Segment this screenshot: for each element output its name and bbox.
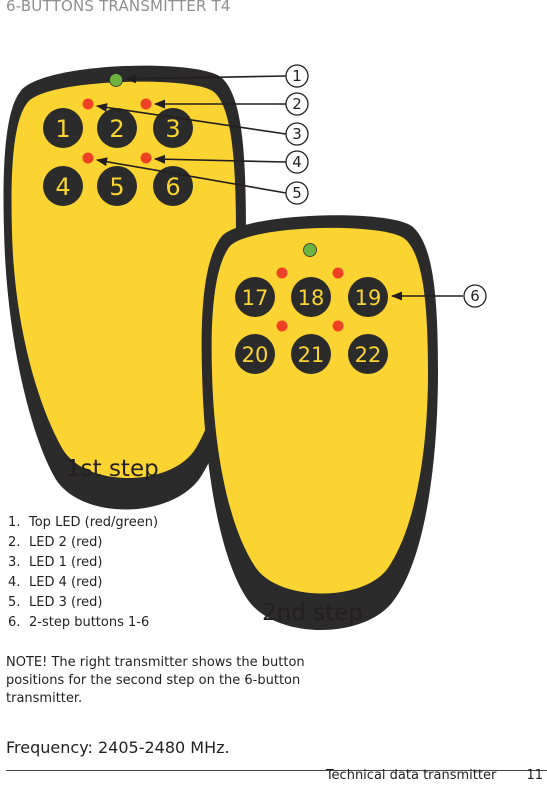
note-text: NOTE! The right transmitter shows the bu… (6, 655, 305, 706)
legend-text: 2-step buttons 1-6 (29, 615, 150, 630)
footer-divider (6, 770, 547, 771)
legend-text: LED 3 (red) (29, 595, 103, 610)
led (332, 320, 344, 332)
led (332, 267, 344, 279)
callout-line-5 (95, 157, 287, 194)
button-label: 18 (298, 286, 325, 310)
button-label: 1 (55, 115, 70, 143)
button-21 (291, 334, 331, 374)
transmitter-2nd-step: 17 18 19 20 21 22 (201, 215, 438, 630)
legend-item: 4. LED 4 (red) (8, 573, 158, 593)
led (82, 98, 94, 110)
callout-circle-5 (285, 181, 309, 205)
transmitter-2-face (211, 227, 428, 594)
button-20 (235, 334, 275, 374)
top-led (109, 73, 123, 87)
callout-line-3 (95, 103, 287, 135)
callout-circle-2 (285, 92, 309, 116)
button-22 (348, 334, 388, 374)
led (82, 152, 94, 164)
button-label: 20 (242, 343, 269, 367)
legend-number: 6. (8, 615, 21, 630)
page-number: 11 (526, 768, 543, 783)
callout-number: 6 (470, 287, 480, 305)
button-label: 22 (355, 343, 382, 367)
legend-text: LED 2 (red) (29, 535, 103, 550)
callout-circle-3 (285, 122, 309, 146)
page-title: 6-BUTTONS TRANSMITTER T4 (6, 0, 231, 15)
legend-text: LED 1 (red) (29, 555, 103, 570)
button-label: 2 (109, 115, 124, 143)
button-2 (97, 108, 137, 148)
button-6 (153, 166, 193, 206)
callout-number: 3 (292, 125, 302, 143)
led (276, 320, 288, 332)
legend-item: 2. LED 2 (red) (8, 533, 158, 553)
button-label: 17 (242, 286, 269, 310)
frequency-text: Frequency: 2405-2480 MHz. (6, 738, 230, 757)
button-label: 4 (55, 173, 70, 201)
callout-circle-4 (285, 150, 309, 174)
footer-label: Technical data transmitter (325, 768, 497, 783)
step-label-1st: 1st step (66, 456, 159, 482)
button-4 (43, 166, 83, 206)
button-17 (235, 277, 275, 317)
legend-number: 3. (8, 555, 21, 570)
callout-circle-1 (285, 64, 309, 88)
legend-number: 1. (8, 515, 21, 530)
legend-item: 1. Top LED (red/green) (8, 513, 158, 533)
callout-line-4 (153, 154, 287, 164)
button-1 (43, 108, 83, 148)
button-label: 3 (165, 115, 180, 143)
callout-number: 2 (292, 95, 302, 113)
legend-text: LED 4 (red) (29, 575, 103, 590)
button-label: 21 (298, 343, 325, 367)
step-label-2nd: 2nd step (262, 600, 363, 626)
top-led (303, 243, 317, 257)
led (140, 152, 152, 164)
callout-line-1 (124, 74, 287, 84)
button-label: 6 (165, 173, 180, 201)
led (276, 267, 288, 279)
callout-circle-6 (463, 284, 487, 308)
legend-number: 4. (8, 575, 21, 590)
button-label: 5 (109, 173, 124, 201)
button-19 (348, 277, 388, 317)
callout-lines (95, 74, 463, 301)
button-18 (291, 277, 331, 317)
button-5 (97, 166, 137, 206)
legend-number: 5. (8, 595, 21, 610)
callout-number: 1 (292, 67, 302, 85)
footer: Technical data transmitter 11 (326, 768, 543, 783)
callout-number: 5 (292, 184, 302, 202)
legend-item: 6. 2-step buttons 1-6 (8, 613, 158, 633)
legend-text: Top LED (red/green) (29, 515, 159, 530)
legend-list: 1. Top LED (red/green) 2. LED 2 (red) 3. LE… (8, 513, 158, 633)
legend-number: 2. (8, 535, 21, 550)
transmitter-1st-step: 1 2 3 4 5 6 (3, 65, 247, 510)
callout-number: 4 (292, 153, 302, 171)
legend-item: 5. LED 3 (red) (8, 593, 158, 613)
led (140, 98, 152, 110)
button-label: 19 (355, 286, 382, 310)
legend-item: 3. LED 1 (red) (8, 553, 158, 573)
